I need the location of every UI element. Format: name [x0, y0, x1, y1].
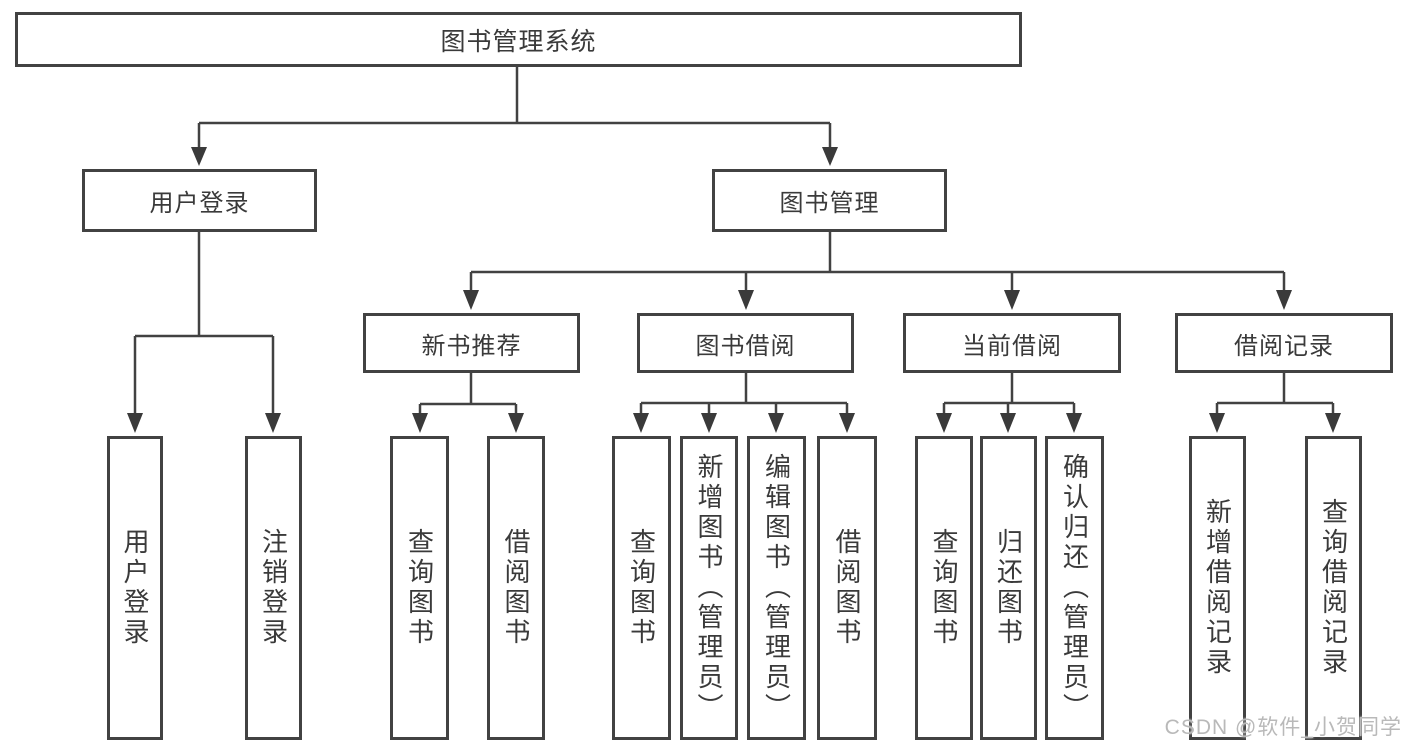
- node-user-login-label: 用户登录: [149, 190, 250, 217]
- node-book-management-label: 图书管理: [779, 190, 880, 217]
- leaf-cb-confirm-return: 确认归还（管理员）: [1045, 436, 1104, 740]
- watermark: CSDN @软件_小贺同学: [1164, 716, 1402, 739]
- leaf-br-add-record: 新增借阅记录: [1189, 436, 1246, 740]
- leaf-bb-edit-books: 编辑图书（管理员）: [747, 436, 806, 740]
- leaf-cb-return-books-label: 归还图书: [993, 528, 1024, 648]
- leaf-nb-borrow-books-label: 借阅图书: [501, 528, 531, 648]
- leaf-cb-query-books-label: 查询图书: [929, 528, 959, 648]
- node-book-borrowing: 图书借阅: [637, 313, 854, 373]
- arrowheads: [127, 147, 1341, 433]
- node-root: 图书管理系统: [15, 12, 1022, 67]
- leaf-bb-query-books-label: 查询图书: [626, 528, 657, 648]
- node-user-login: 用户登录: [82, 169, 317, 232]
- node-borrowing-records: 借阅记录: [1175, 313, 1393, 373]
- leaf-nb-query-books-label: 查询图书: [404, 528, 435, 648]
- leaf-bb-query-books: 查询图书: [612, 436, 671, 740]
- leaf-br-query-record-label: 查询借阅记录: [1318, 498, 1349, 678]
- leaf-bb-edit-books-label: 编辑图书（管理员）: [761, 453, 792, 723]
- node-current-borrowing-label: 当前借阅: [962, 332, 1062, 360]
- leaf-bb-borrow-books-label: 借阅图书: [832, 528, 862, 648]
- node-book-borrowing-label: 图书借阅: [695, 332, 796, 360]
- leaf-bb-add-books: 新增图书（管理员）: [680, 436, 738, 740]
- node-new-book-recommend-label: 新书推荐: [421, 332, 522, 360]
- leaf-cb-return-books: 归还图书: [980, 436, 1037, 740]
- leaf-nb-borrow-books: 借阅图书: [487, 436, 545, 740]
- leaf-user-login-label: 用户登录: [120, 528, 150, 648]
- leaf-bb-borrow-books: 借阅图书: [817, 436, 877, 740]
- node-current-borrowing: 当前借阅: [903, 313, 1121, 373]
- leaf-nb-query-books: 查询图书: [390, 436, 449, 740]
- node-root-label: 图书管理系统: [440, 27, 597, 56]
- leaf-br-query-record: 查询借阅记录: [1305, 436, 1362, 740]
- node-new-book-recommend: 新书推荐: [363, 313, 580, 373]
- node-book-management: 图书管理: [712, 169, 947, 232]
- leaf-user-login: 用户登录: [107, 436, 163, 740]
- node-borrowing-records-label: 借阅记录: [1234, 332, 1334, 360]
- leaf-cb-confirm-return-label: 确认归还（管理员）: [1059, 453, 1090, 723]
- leaf-cb-query-books: 查询图书: [915, 436, 973, 740]
- leaf-br-add-record-label: 新增借阅记录: [1202, 498, 1233, 678]
- leaf-bb-add-books-label: 新增图书（管理员）: [694, 453, 724, 723]
- leaf-logout: 注销登录: [245, 436, 302, 740]
- leaf-logout-label: 注销登录: [258, 528, 289, 648]
